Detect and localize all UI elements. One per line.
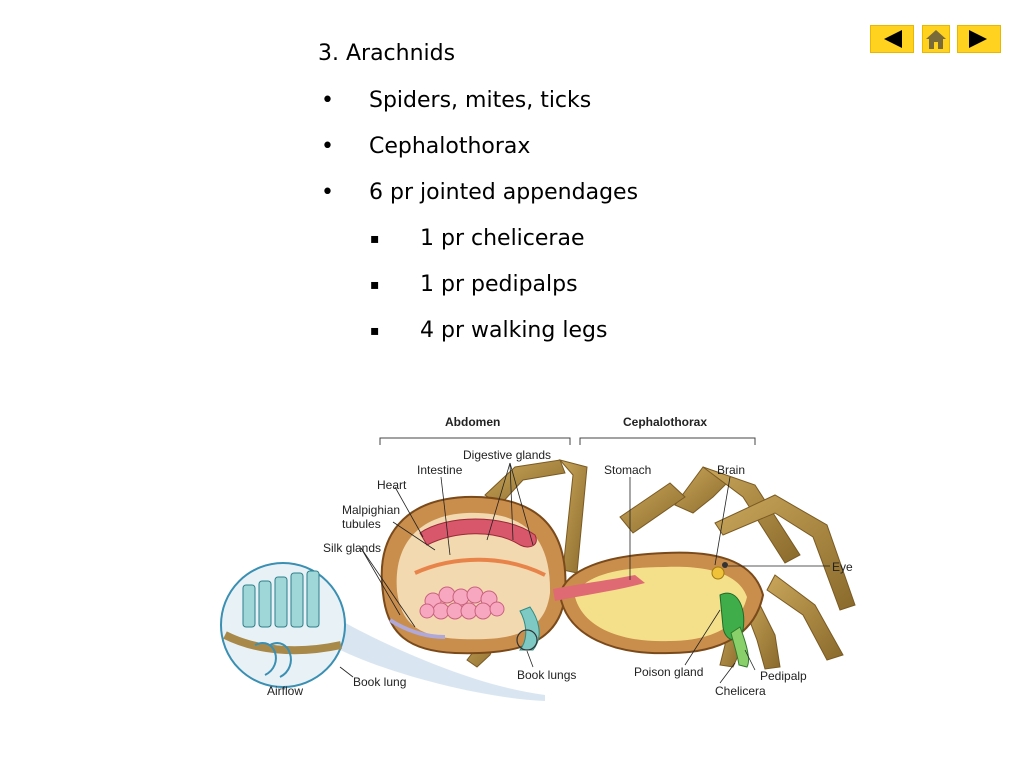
digestive-glands xyxy=(419,586,505,620)
bullet-marker: • xyxy=(321,180,334,205)
region-brackets xyxy=(379,437,756,445)
label-airflow: Airflow xyxy=(267,684,303,698)
home-icon xyxy=(926,30,946,49)
sub-bullet-marker: ▪ xyxy=(370,277,380,293)
slide-title: 3. Arachnids xyxy=(318,41,456,66)
cephalothorax-heading: Cephalothorax xyxy=(623,415,707,429)
label-brain: Brain xyxy=(717,463,745,477)
book-lung-inset xyxy=(220,562,545,701)
bullet-marker: • xyxy=(321,88,334,113)
cephalothorax xyxy=(553,551,765,668)
label-tubules: tubules xyxy=(342,517,381,531)
arrow-right-icon xyxy=(969,30,987,48)
label-stomach: Stomach xyxy=(604,463,651,477)
arrow-left-icon xyxy=(884,30,902,48)
spider-anatomy-diagram: Abdomen Cephalothorax Digestive glands I… xyxy=(220,415,856,701)
label-book-lungs: Book lungs xyxy=(517,668,576,682)
bullet-marker: • xyxy=(321,134,334,159)
label-chelicera: Chelicera xyxy=(715,684,766,698)
bullet-text: 6 pr jointed appendages xyxy=(369,180,639,205)
label-digestive-glands: Digestive glands xyxy=(463,448,551,462)
home-button[interactable] xyxy=(922,25,950,53)
label-eye: Eye xyxy=(832,560,853,574)
label-malpighian: Malpighian xyxy=(342,503,400,517)
abdomen-heading: Abdomen xyxy=(445,415,500,429)
label-pedipalp: Pedipalp xyxy=(760,669,807,683)
leader-lines xyxy=(339,462,830,684)
bullet-text: Spiders, mites, ticks xyxy=(369,88,592,113)
next-slide-button[interactable] xyxy=(957,25,1001,53)
label-intestine: Intestine xyxy=(417,463,463,477)
label-heart: Heart xyxy=(377,478,407,492)
abdomen xyxy=(380,495,567,655)
previous-slide-button[interactable] xyxy=(870,25,914,53)
label-poison-gland: Poison gland xyxy=(634,665,703,679)
sub-bullet-text: 4 pr walking legs xyxy=(420,318,608,343)
sub-bullet-text: 1 pr pedipalps xyxy=(420,272,578,297)
sub-bullet-marker: ▪ xyxy=(370,231,380,247)
label-book-lung: Book lung xyxy=(353,675,406,689)
label-silk-glands: Silk glands xyxy=(323,541,381,555)
bullet-text: Cephalothorax xyxy=(369,134,531,159)
sub-bullet-marker: ▪ xyxy=(370,323,380,339)
sub-bullet-text: 1 pr chelicerae xyxy=(420,226,585,251)
